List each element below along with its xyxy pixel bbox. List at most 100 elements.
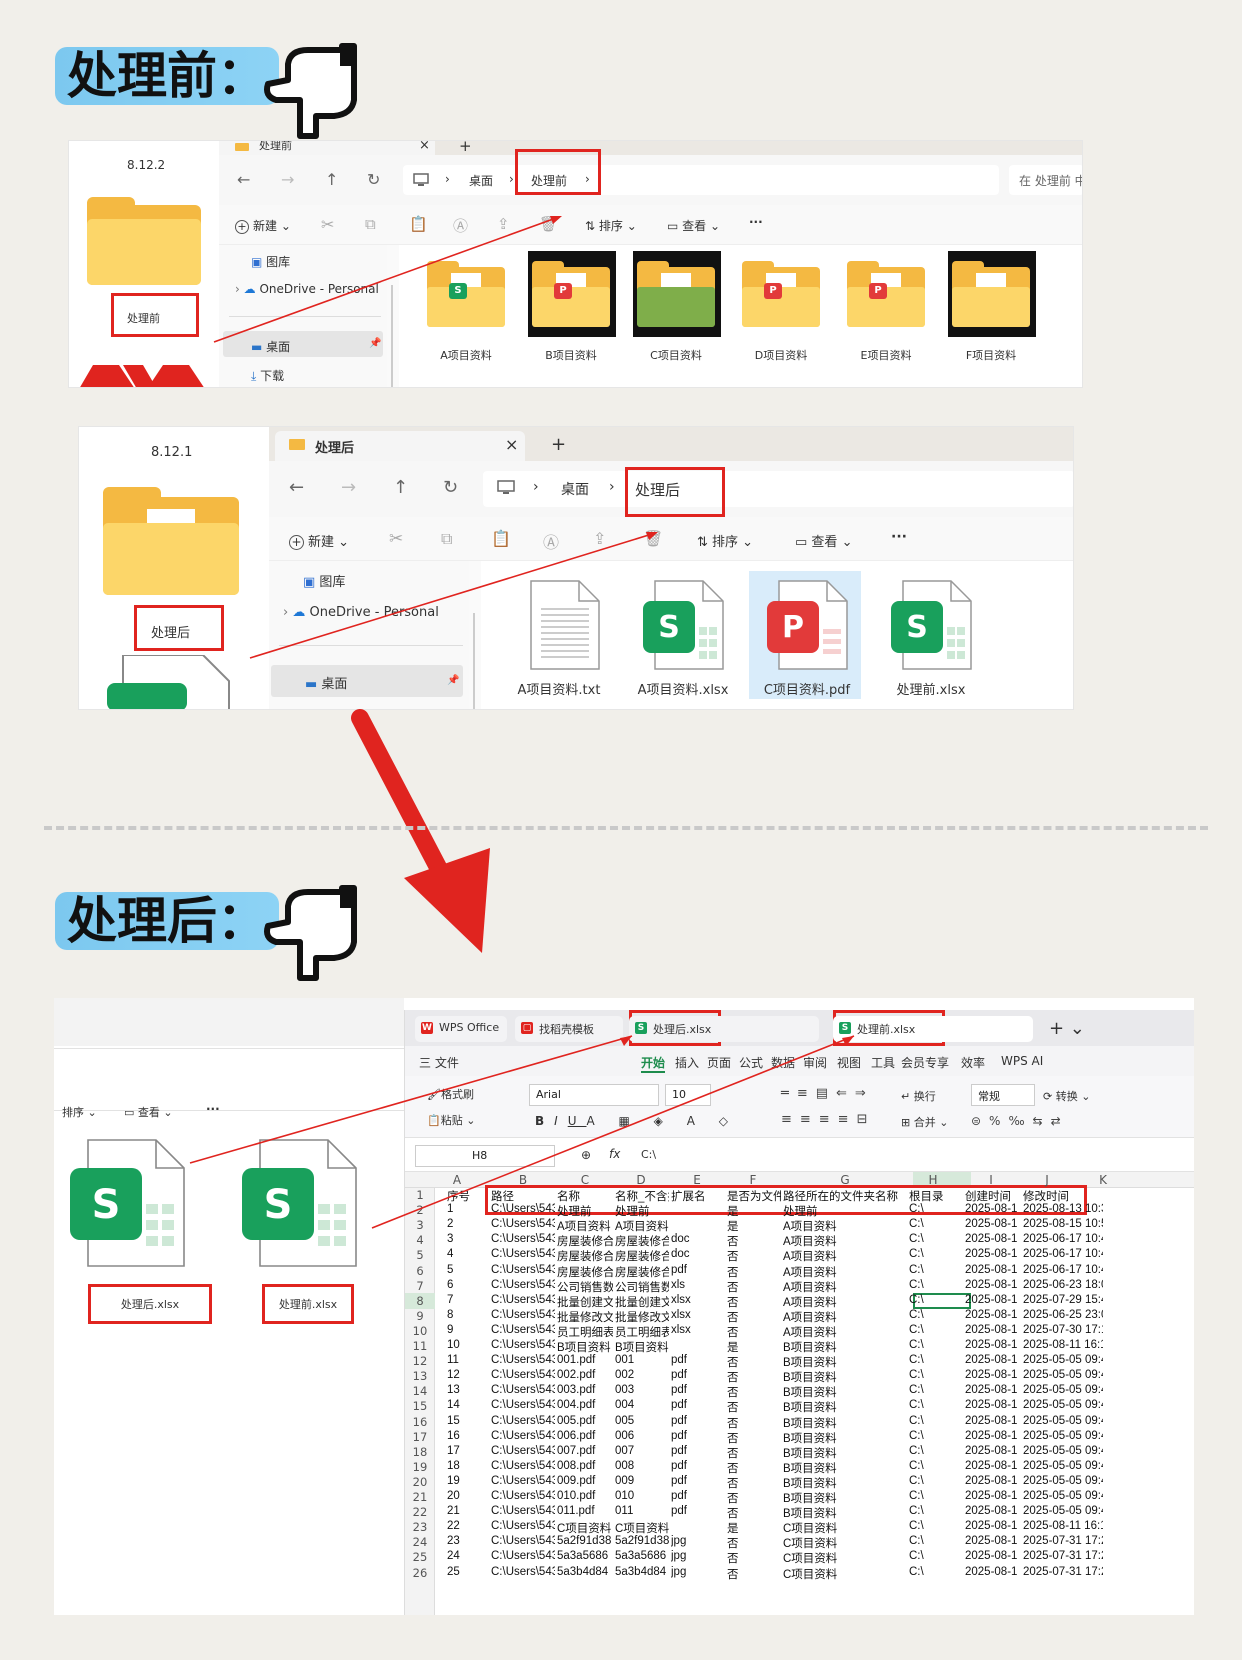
table-cell[interactable]: pdf (671, 1429, 687, 1442)
table-cell[interactable]: pdf (671, 1369, 687, 1382)
table-cell[interactable]: pdf (671, 1384, 687, 1397)
table-cell[interactable]: A项目资料 (783, 1326, 837, 1339)
column-header[interactable]: B (518, 1173, 528, 1187)
table-cell[interactable]: 2025-05-05 09:42:58 (1023, 1399, 1103, 1412)
table-cell[interactable]: jpg (671, 1550, 687, 1563)
table-cell[interactable]: 2025-05-05 09:42:58 (1023, 1354, 1103, 1367)
table-cell[interactable]: C:\ (909, 1218, 924, 1231)
menu-item[interactable]: 审阅 (803, 1056, 828, 1070)
table-cell[interactable]: 4 (447, 1248, 454, 1261)
table-cell[interactable]: 员工明细表 (615, 1326, 669, 1339)
copy-icon[interactable]: ⧉ (441, 529, 453, 548)
table-cell[interactable]: C:\Users\543 (491, 1248, 555, 1261)
table-cell[interactable]: 2025-08-1 (965, 1505, 1018, 1518)
table-cell[interactable]: xlsx (671, 1323, 691, 1336)
nav-pane-scrollbar[interactable] (391, 285, 393, 387)
table-cell[interactable]: 2025-08-1 (965, 1520, 1018, 1533)
wrap-text-button[interactable]: ↵ 换行 (901, 1088, 936, 1104)
table-cell[interactable]: 2025-05-05 09:42:58 (1023, 1490, 1103, 1502)
row-number[interactable]: 5 (416, 1248, 424, 1263)
more-button[interactable]: ··· (891, 529, 907, 545)
table-cell[interactable]: 否 (727, 1553, 739, 1566)
table-cell[interactable]: 否 (727, 1357, 739, 1370)
font-size-select[interactable]: 10 (665, 1084, 711, 1106)
row-number[interactable]: 20 (412, 1474, 428, 1489)
align-buttons[interactable]: ═≡▤⇐⇒ (781, 1086, 874, 1101)
table-cell[interactable]: 否 (727, 1387, 739, 1400)
table-cell[interactable]: 否 (727, 1402, 739, 1415)
table-cell[interactable]: 批量创建文 (615, 1296, 669, 1309)
table-cell[interactable]: 11 (447, 1354, 459, 1367)
table-cell[interactable]: 否 (727, 1538, 739, 1551)
table-cell[interactable]: 否 (727, 1281, 739, 1294)
table-cell[interactable]: C:\Users\543 (491, 1263, 555, 1276)
table-cell[interactable]: 3 (447, 1233, 454, 1246)
table-cell[interactable]: C:\ (909, 1293, 924, 1306)
address-bar[interactable] (403, 165, 999, 195)
table-cell[interactable]: 2025-06-23 18:08:21 (1023, 1278, 1103, 1291)
tab-close-button[interactable]: × (419, 140, 430, 153)
header-cell[interactable]: 名称 (557, 1191, 580, 1203)
fx-icon[interactable]: fx (609, 1147, 621, 1161)
column-header[interactable]: J (1045, 1173, 1049, 1187)
new-tab-button[interactable]: + (551, 434, 567, 455)
copy-icon[interactable]: ⧉ (365, 215, 376, 233)
column-header[interactable]: I (989, 1173, 993, 1187)
table-cell[interactable]: 12 (447, 1369, 460, 1382)
table-cell[interactable]: jpg (671, 1535, 687, 1548)
table-cell[interactable]: C:\ (909, 1474, 924, 1487)
table-cell[interactable]: 2025-08-1 (965, 1399, 1018, 1412)
breadcrumb-current[interactable]: 处理前 (531, 174, 568, 188)
table-cell[interactable]: B项目资料 (783, 1493, 837, 1505)
tab-active[interactable] (275, 431, 525, 461)
table-cell[interactable]: 公司销售数 (615, 1281, 669, 1294)
view-button[interactable]: ▭ 查看 ⌄ (795, 535, 853, 550)
table-cell[interactable]: 2025-08-1 (965, 1369, 1018, 1382)
merge-button[interactable]: ⊞ 合并 ⌄ (901, 1116, 949, 1129)
table-cell[interactable]: 18 (447, 1459, 460, 1472)
table-cell[interactable]: xlsx (671, 1308, 691, 1321)
table-cell[interactable]: 2025-08-11 16:19:23 (1023, 1520, 1103, 1533)
table-cell[interactable]: 2025-05-05 09:42:58 (1023, 1384, 1103, 1397)
table-cell[interactable]: pdf (671, 1490, 687, 1502)
table-cell[interactable]: pdf (671, 1354, 687, 1367)
table-cell[interactable]: 2025-08-1 (965, 1444, 1018, 1457)
breadcrumb-current[interactable]: 处理后 (635, 481, 681, 499)
up-arrow-icon[interactable]: ↑ (325, 170, 339, 189)
table-cell[interactable]: 是 (727, 1523, 739, 1536)
table-cell[interactable]: 001.pdf (557, 1354, 596, 1367)
table-cell[interactable]: C:\Users\543 (491, 1414, 555, 1427)
header-cell[interactable]: 扩展名 (671, 1191, 706, 1203)
row-number[interactable]: 22 (412, 1505, 428, 1520)
table-cell[interactable]: 2025-08-1 (965, 1323, 1018, 1336)
table-cell[interactable]: C:\ (909, 1565, 924, 1578)
table-cell[interactable]: 2025-07-31 17:28:34 (1023, 1535, 1103, 1548)
row-number[interactable]: 24 (412, 1535, 428, 1550)
table-cell[interactable]: A项目资料 (783, 1251, 837, 1264)
table-cell[interactable]: C:\ (909, 1354, 924, 1367)
table-cell[interactable]: C:\ (909, 1308, 924, 1321)
table-cell[interactable]: 004 (615, 1399, 635, 1412)
table-cell[interactable]: C:\Users\543 (491, 1369, 555, 1382)
table-cell[interactable]: 处理前 (783, 1206, 818, 1219)
table-cell[interactable]: C:\Users\543 (491, 1520, 555, 1533)
wps-tab[interactable]: ▢找稻壳模板 (515, 1016, 623, 1042)
table-cell[interactable]: 9 (447, 1323, 454, 1336)
table-cell[interactable]: 13 (447, 1384, 460, 1397)
table-cell[interactable]: C:\ (909, 1399, 924, 1412)
table-cell[interactable]: 7 (447, 1293, 454, 1306)
forward-arrow-icon[interactable]: → (281, 170, 295, 189)
table-cell[interactable]: 2025-08-1 (965, 1293, 1018, 1306)
sort-button[interactable]: ⇅ 排序 ⌄ (585, 219, 637, 233)
table-cell[interactable]: 17 (447, 1444, 460, 1457)
table-cell[interactable]: 006 (615, 1429, 635, 1442)
table-cell[interactable]: 003 (615, 1384, 635, 1397)
table-cell[interactable]: 6 (447, 1278, 454, 1291)
table-cell[interactable]: doc (671, 1233, 690, 1246)
text-style-buttons[interactable]: BIUA ▦ ◈ A ◇ (535, 1114, 738, 1128)
table-cell[interactable]: pdf (671, 1474, 687, 1487)
table-cell[interactable]: C项目资料 (783, 1538, 838, 1551)
